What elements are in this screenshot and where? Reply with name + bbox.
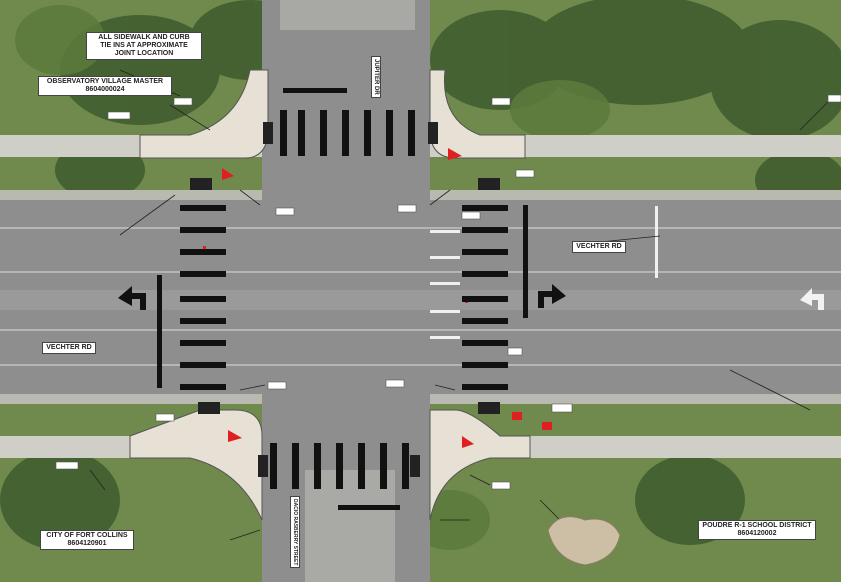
vechter-rd-label-east: VECHTER RD bbox=[572, 241, 626, 253]
north-stop-bar bbox=[283, 88, 347, 93]
east-crosswalk bbox=[462, 205, 508, 390]
west-stop-bar bbox=[157, 275, 162, 388]
red-markups bbox=[203, 148, 552, 448]
white-lane-markings bbox=[430, 206, 658, 339]
south-stop-bar bbox=[338, 505, 400, 510]
north-road-lighter bbox=[280, 0, 415, 30]
jupiter-drive bbox=[262, 0, 430, 200]
east-stop-bar bbox=[523, 205, 528, 318]
observatory-village-label: OBSERVATORY VILLAGE MASTER 8604000024 bbox=[38, 76, 172, 96]
road-median bbox=[0, 290, 841, 310]
left-turn-arrow-icon bbox=[538, 284, 566, 308]
rock-outcrop bbox=[547, 516, 621, 566]
annotation-tags bbox=[55, 94, 841, 490]
vechter-rd-label-west: VECHTER RD bbox=[42, 342, 96, 354]
south-crosswalk bbox=[270, 443, 409, 489]
city-fort-collins-label: CITY OF FORT COLLINS 8604120901 bbox=[40, 530, 134, 550]
sidewalk-note-label: ALL SIDEWALK AND CURB TIE INS AT APPROXI… bbox=[86, 32, 202, 60]
tree-canopy bbox=[0, 0, 841, 550]
south-street-label: DACIO RASBERRY STREET bbox=[290, 496, 300, 569]
north-crosswalk bbox=[280, 110, 415, 156]
road-arrow-icon bbox=[800, 288, 824, 310]
jupiter-dr-label: JUPITER DR bbox=[371, 56, 381, 98]
left-turn-arrow-icon bbox=[118, 286, 146, 310]
west-crosswalk bbox=[180, 205, 226, 390]
signal-boxes bbox=[190, 122, 500, 477]
poudre-school-district-label: POUDRE R-1 SCHOOL DISTRICT 8604120002 bbox=[698, 520, 816, 540]
